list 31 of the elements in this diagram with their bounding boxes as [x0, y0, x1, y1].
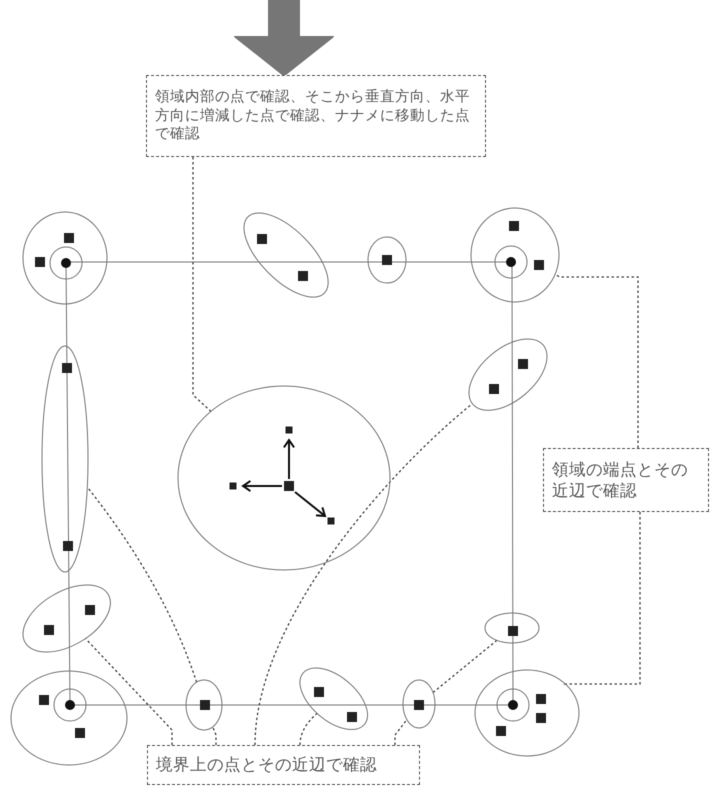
leader-line — [432, 640, 498, 694]
leader-line — [254, 403, 473, 746]
ellipse-outline — [484, 612, 540, 644]
ellipse-outline — [299, 667, 369, 731]
ellipse-outline — [177, 385, 391, 571]
leader-line — [299, 712, 318, 746]
ellipse-outline — [41, 345, 89, 573]
ellipse-outline — [468, 338, 548, 412]
ellipse-outline — [470, 207, 560, 303]
leader-line — [85, 638, 173, 745]
ellipse-outline — [185, 679, 223, 731]
callout-box — [146, 75, 486, 157]
leader-line — [192, 157, 212, 412]
callout-text: 領域の端点とその近辺で確認 — [552, 458, 689, 502]
callout-box — [147, 745, 420, 785]
leader-line — [212, 726, 217, 745]
ellipse-outline — [22, 584, 112, 654]
ellipse-outline — [402, 679, 436, 729]
block-arrow — [234, 0, 334, 76]
leader-line — [86, 486, 198, 682]
ellipse-outline — [10, 670, 128, 766]
callout-text: 境界上の点とその近辺で確認 — [156, 754, 377, 776]
leader-line — [394, 719, 408, 745]
ellipse-outline — [474, 669, 580, 757]
ellipse-outline — [242, 212, 330, 298]
ellipse-outline — [367, 236, 407, 284]
callout-box — [543, 448, 709, 512]
leader-line — [563, 512, 641, 685]
leader-line — [554, 274, 639, 448]
callout-text: 領域内部の点で確認、そこから垂直方向、水平方向に増減した点で確認、ナナメに移動した点で確認 — [155, 88, 471, 144]
ellipse-outline — [22, 211, 108, 305]
